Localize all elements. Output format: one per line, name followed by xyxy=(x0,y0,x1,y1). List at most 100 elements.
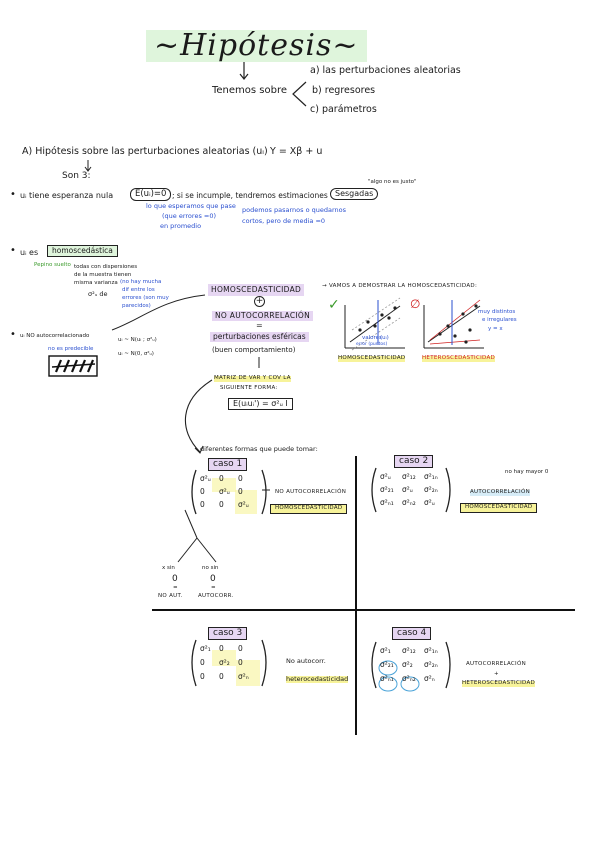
matrix-cell: σ²ₙ₁ xyxy=(380,674,394,683)
h1-rest: ; si se incumple, tendremos estimaciones xyxy=(172,191,328,200)
h1-formula: E(uᵢ)=0 xyxy=(130,188,172,201)
matrix-cell: 0 xyxy=(219,644,224,653)
tree-left-eq: = xyxy=(173,585,178,591)
matrix-cell: 0 xyxy=(219,500,224,509)
case-matrix: σ²ᵤ 0 0 0 σ²ᵤ 0 0 0 σ²ᵤ xyxy=(200,474,258,509)
h2-blue-3: errores (son muy xyxy=(122,295,169,301)
h3-dist-1: uᵢ ~ N(uᵢ ; σ²ᵤ) xyxy=(118,337,157,343)
tree-left: x sin xyxy=(162,565,175,571)
h2-word: homoscedástica xyxy=(47,245,118,257)
tree-right-bottom: autocorr. xyxy=(198,593,234,599)
section-a-heading: A) Hipótesis sobre las perturbaciones al… xyxy=(22,146,268,157)
page-title: ~Hipótesis~ xyxy=(146,30,367,62)
matrix-cell: 0 xyxy=(200,487,205,496)
matrix-cell: σ²ᵤ xyxy=(238,500,249,509)
heteroscedastic-plot-axes xyxy=(423,299,484,349)
h2-small-3: misma varianza xyxy=(74,280,118,286)
tree-right: no sin xyxy=(202,565,219,571)
case-note-1: No autocorr. xyxy=(286,657,326,665)
matrix-cell: 0 xyxy=(238,474,243,483)
concept-matriz-1: Matriz de var y cov la xyxy=(214,375,291,382)
concept-formula: E(uᵢuᵢ') = σ²ᵤ I xyxy=(228,398,293,411)
son-tres: Son 3: xyxy=(62,171,91,181)
case-label: caso 2 xyxy=(394,455,434,469)
matrix-cell: σ²ᵤ xyxy=(200,474,211,483)
demo-title: → Vamos a demostrar la homoscedasticidad… xyxy=(322,283,478,289)
demo-check: ✓ xyxy=(328,297,340,313)
branch-c: c) parámetros xyxy=(310,104,377,115)
demo-homo-label: Homoscedasticidad xyxy=(338,355,406,362)
h1-blue-4: podemos pasarnos o quedarnos xyxy=(242,206,347,214)
matrix-cell: σ²₁ₙ xyxy=(424,646,438,655)
case-note-1: Autocorrelación xyxy=(470,489,531,496)
matrix-cell: 0 xyxy=(200,672,205,681)
tree-right-eq: = xyxy=(211,585,216,591)
bullet-h3: • xyxy=(10,329,16,340)
h2-sigma: σ²ᵤ de xyxy=(88,290,108,298)
bullet-h2: • xyxy=(10,245,16,256)
matrix-cell: 0 xyxy=(238,487,243,496)
demo-irreg: e irregulares xyxy=(482,317,517,323)
homoscedastic-plot-axes xyxy=(344,297,405,351)
case-matrix: σ²₁ σ²₁₂ σ²₁ₙ σ²₂₁ σ²₂ σ²₂ₙ σ²ₙ₁ σ²ₙ₂ σ²… xyxy=(380,646,450,683)
h3-blue: no es predecible xyxy=(48,346,94,352)
matrix-cell: σ²₁ₙ xyxy=(424,472,438,481)
matrix-cell: σ²ᵤ xyxy=(402,485,413,494)
h2-text: uᵢ es xyxy=(20,248,39,257)
concept-matriz-2: siguiente forma: xyxy=(220,385,278,391)
tree-left-zero: 0 xyxy=(172,574,178,584)
bullet-h1: • xyxy=(10,189,16,200)
case-note-2: Homoscedasticidad xyxy=(270,504,348,514)
case-label: caso 3 xyxy=(208,627,248,641)
demo-blue-1: valores xyxy=(362,335,382,341)
matrix-cell: 0 xyxy=(238,658,243,667)
matrix-cell: σ²ₙ xyxy=(238,672,249,681)
matrix-cell: 0 xyxy=(219,672,224,681)
concept-noauto: No autocorrelación xyxy=(212,311,314,321)
case-note-1: No autocorrelación xyxy=(275,489,347,495)
matrix-cell: 0 xyxy=(200,658,205,667)
h3-text: uᵢ NO autocorrelacionado xyxy=(20,333,90,339)
h2-blue-2: dif entre los xyxy=(122,287,155,293)
matrix-cell: 0 xyxy=(200,500,205,509)
h1-sesgadas: Sesgadas xyxy=(330,188,379,201)
matrix-cell: σ²₂ₙ xyxy=(424,485,438,494)
h1-text: uᵢ tiene esperanza nula xyxy=(20,191,114,200)
intro-text: Tenemos sobre xyxy=(212,85,288,96)
concept-esfericas: perturbaciones esféricas xyxy=(210,332,309,342)
tree-right-zero: 0 xyxy=(210,574,216,584)
h2-green: Pepino suelto xyxy=(34,262,71,268)
matrix-cell: σ²ᵤ xyxy=(219,487,230,496)
h1-blue-5: cortos, pero de media =0 xyxy=(242,217,326,225)
h1-blue-1: lo que esperamos que pase xyxy=(146,202,236,210)
case-note-1: Autocorrelación xyxy=(466,661,527,667)
concept-buen: (buen comportamiento) xyxy=(212,346,296,354)
matrix-cell: σ²₂ xyxy=(402,660,413,669)
matrix-cell: σ²ᵤ xyxy=(424,498,435,507)
matrix-cell: 0 xyxy=(238,644,243,653)
case-note-0: no hay mayor 0 xyxy=(505,469,549,475)
concept-eq: = xyxy=(256,321,263,330)
h1-blue-3: en promedio xyxy=(160,222,202,230)
branch-b: b) regresores xyxy=(312,85,376,96)
case-note-2: Heteroscedasticidad xyxy=(462,680,536,687)
case-matrix: σ²₁ 0 0 0 σ²₂ 0 0 0 σ²ₙ xyxy=(200,644,258,681)
case-label: caso 1 xyxy=(208,458,248,472)
concept-homo: Homoscedasticidad xyxy=(208,284,305,296)
matrix-cell: 0 xyxy=(219,474,224,483)
h1-note: "algo no es justo" xyxy=(368,179,417,185)
h2-small-1: todas con dispersiones xyxy=(74,264,138,270)
model-equation: Y = Xβ + u xyxy=(270,146,323,157)
demo-hetero-label: Heteroscedasticidad xyxy=(422,355,496,362)
h2-blue-1: (no hay mucha xyxy=(120,279,162,285)
matrix-cell: σ²₁₂ xyxy=(402,646,416,655)
matrix-cell: σ²ₙ xyxy=(424,674,435,683)
case-note-plus: + xyxy=(494,671,499,677)
matrix-cell: σ²₁ xyxy=(200,644,211,653)
concept-formas: diferentes formas que puede tomar: xyxy=(200,445,318,453)
matrix-cell: σ²₁₂ xyxy=(402,472,416,481)
h2-blue-4: parecidos) xyxy=(122,303,151,309)
case-note-2: heterocedasticidad xyxy=(286,675,349,683)
concept-plus: + xyxy=(254,296,265,307)
case-matrix: σ²ᵤ σ²₁₂ σ²₁ₙ σ²₂₁ σ²ᵤ σ²₂ₙ σ²ₙ₁ σ²ₙ₂ σ²… xyxy=(380,472,450,507)
